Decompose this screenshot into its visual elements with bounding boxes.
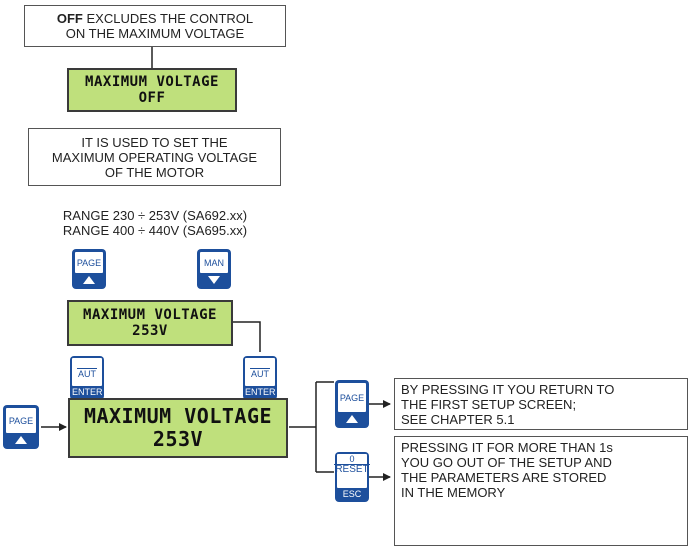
aut-label: AUT bbox=[77, 368, 97, 379]
main-display-line2: 253V bbox=[152, 427, 204, 451]
main-display: MAXIMUM VOLTAGE 253V bbox=[68, 398, 288, 458]
return-note-line1: BY PRESSING IT YOU RETURN TO bbox=[401, 382, 615, 397]
reset-esc-key[interactable]: 0 RESET ESC bbox=[334, 452, 370, 502]
return-note: BY PRESSING IT YOU RETURN TO THE FIRST S… bbox=[394, 378, 688, 430]
off-note: OFF EXCLUDES THE CONTROL ON THE MAXIMUM … bbox=[24, 5, 286, 47]
range-text: RANGE 230 ÷ 253V (SA692.xx) RANGE 400 ÷ … bbox=[32, 208, 278, 238]
edit-display-line1: MAXIMUM VOLTAGE bbox=[83, 306, 217, 323]
enter-key-right[interactable]: AUT ENTER bbox=[243, 356, 277, 400]
enter-label: ENTER bbox=[72, 387, 103, 397]
esc-note-line2: YOU GO OUT OF THE SETUP AND bbox=[401, 455, 612, 470]
up-arrow-icon bbox=[338, 412, 366, 425]
down-arrow-icon bbox=[200, 273, 228, 286]
return-note-line2: THE FIRST SETUP SCREEN; bbox=[401, 397, 577, 412]
enter-key-top bbox=[86, 359, 89, 368]
off-display-line2: OFF bbox=[138, 90, 166, 106]
range-line2: RANGE 400 ÷ 440V (SA695.xx) bbox=[62, 223, 248, 238]
enter-label: ENTER bbox=[245, 387, 276, 397]
usage-note: IT IS USED TO SET THE MAXIMUM OPERATING … bbox=[28, 128, 281, 186]
return-note-line3: SEE CHAPTER 5.1 bbox=[401, 412, 515, 427]
page-key-label: PAGE bbox=[6, 408, 36, 433]
main-display-line1: MAXIMUM VOLTAGE bbox=[83, 404, 273, 428]
page-key-left[interactable]: PAGE bbox=[3, 405, 39, 449]
off-note-line2: ON THE MAXIMUM VOLTAGE bbox=[65, 26, 245, 41]
up-arrow-icon bbox=[75, 273, 103, 286]
edit-display: MAXIMUM VOLTAGE 253V bbox=[67, 300, 233, 346]
page-key-right[interactable]: PAGE bbox=[335, 380, 369, 428]
esc-note: PRESSING IT FOR MORE THAN 1s YOU GO OUT … bbox=[394, 436, 688, 546]
connector-edit-to-enter bbox=[232, 321, 261, 352]
up-arrow-icon bbox=[6, 433, 36, 446]
page-key-label: PAGE bbox=[75, 252, 103, 273]
range-line1: RANGE 230 ÷ 253V (SA692.xx) bbox=[62, 208, 248, 223]
reset-zero-label: 0 bbox=[349, 454, 355, 464]
enter-key-top bbox=[259, 359, 262, 368]
esc-note-line1: PRESSING IT FOR MORE THAN 1s bbox=[401, 440, 613, 455]
esc-note-line3: THE PARAMETERS ARE STORED bbox=[401, 470, 607, 485]
esc-note-line4: IN THE MEMORY bbox=[401, 485, 506, 500]
off-note-line1: OFF EXCLUDES THE CONTROL bbox=[56, 11, 254, 26]
man-down-key[interactable]: MAN bbox=[197, 249, 231, 289]
off-display: MAXIMUM VOLTAGE OFF bbox=[67, 68, 237, 112]
esc-label: ESC bbox=[342, 489, 362, 499]
usage-note-line1: IT IS USED TO SET THE bbox=[81, 134, 228, 150]
aut-label: AUT bbox=[250, 368, 270, 379]
usage-note-line3: OF THE MOTOR bbox=[104, 164, 205, 180]
page-up-key[interactable]: PAGE bbox=[72, 249, 106, 289]
enter-key-left[interactable]: AUT ENTER bbox=[70, 356, 104, 400]
edit-display-line2: 253V bbox=[132, 323, 168, 339]
off-display-line1: MAXIMUM VOLTAGE bbox=[85, 73, 219, 90]
page-key-label: PAGE bbox=[338, 383, 366, 412]
reset-label: RESET bbox=[334, 464, 370, 475]
man-key-label: MAN bbox=[200, 252, 228, 273]
usage-note-line2: MAXIMUM OPERATING VOLTAGE bbox=[51, 149, 258, 165]
